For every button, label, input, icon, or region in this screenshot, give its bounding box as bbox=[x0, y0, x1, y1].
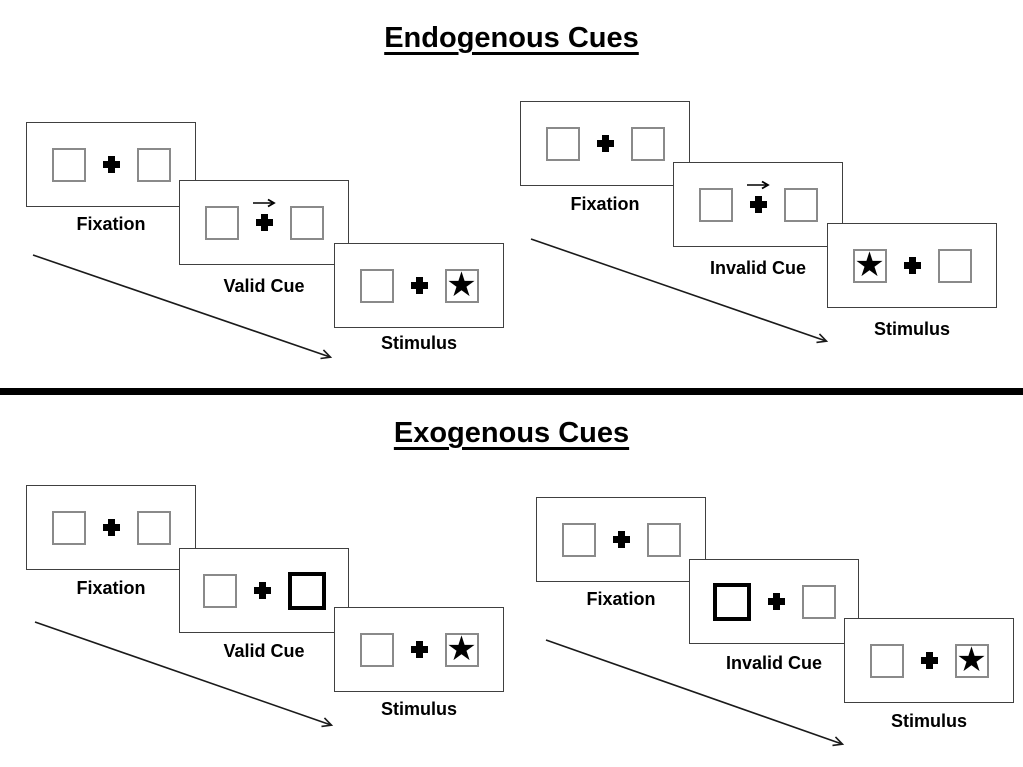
fixation-cross-icon bbox=[920, 652, 938, 669]
right-box-cue-highlight bbox=[287, 571, 326, 610]
endogenous-section-title: Endogenous Cues bbox=[384, 22, 639, 54]
exogenous-section-title: Exogenous Cues bbox=[393, 417, 630, 449]
fixation-cross-icon bbox=[102, 519, 120, 536]
star-icon: ★ bbox=[446, 264, 477, 305]
left-box: ★ bbox=[852, 244, 887, 285]
panel-label: Fixation bbox=[76, 214, 146, 234]
left-box bbox=[51, 510, 86, 545]
timeline-arrow-exogenous-valid bbox=[34, 621, 334, 728]
right-box bbox=[783, 187, 818, 222]
panel-label: Fixation bbox=[570, 194, 640, 214]
fixation-cross-icon bbox=[903, 257, 921, 274]
right-arrow-icon bbox=[747, 180, 770, 190]
timeline-arrow-endogenous-invalid bbox=[530, 238, 829, 344]
endo-valid-stimulus-panel: ★ bbox=[334, 243, 504, 328]
left-box bbox=[51, 147, 86, 182]
right-box bbox=[289, 205, 324, 240]
left-box bbox=[869, 643, 904, 678]
panel-label: Invalid Cue bbox=[725, 653, 823, 673]
exo-invalid-fixation-panel bbox=[536, 497, 706, 582]
fixation-cross-icon bbox=[596, 135, 614, 152]
left-box bbox=[202, 573, 237, 608]
panel-label: Invalid Cue bbox=[709, 258, 807, 278]
timeline-arrow-endogenous-valid bbox=[32, 254, 333, 360]
star-icon: ★ bbox=[956, 639, 987, 680]
left-box bbox=[545, 126, 580, 161]
fixation-cross-icon bbox=[767, 593, 785, 610]
panel-label: Stimulus bbox=[890, 711, 967, 731]
endo-invalid-stimulus-panel: ★ bbox=[827, 223, 997, 308]
endo-invalid-fixation-panel bbox=[520, 101, 690, 186]
fixation-cross-icon bbox=[255, 214, 273, 231]
fixation-cross-icon bbox=[253, 582, 271, 599]
panel-label: Valid Cue bbox=[223, 641, 305, 661]
exo-invalid-stimulus-panel: ★ bbox=[844, 618, 1014, 703]
exo-valid-cue-panel bbox=[179, 548, 349, 633]
star-icon: ★ bbox=[854, 244, 885, 285]
right-box: ★ bbox=[444, 628, 479, 669]
left-box bbox=[359, 268, 394, 303]
exo-valid-stimulus-panel: ★ bbox=[334, 607, 504, 692]
fixation-cross-icon bbox=[410, 277, 428, 294]
section-divider bbox=[0, 388, 1023, 395]
right-box bbox=[136, 510, 171, 545]
fixation-cross-icon bbox=[410, 641, 428, 658]
right-box: ★ bbox=[444, 264, 479, 305]
right-box bbox=[937, 248, 972, 283]
panel-label: Stimulus bbox=[873, 319, 950, 339]
left-box bbox=[561, 522, 596, 557]
panel-label: Fixation bbox=[76, 578, 146, 598]
exo-invalid-cue-panel bbox=[689, 559, 859, 644]
fixation-cross-icon bbox=[102, 156, 120, 173]
left-box bbox=[359, 632, 394, 667]
panel-label: Stimulus bbox=[380, 699, 457, 719]
endo-invalid-cue-panel bbox=[673, 162, 843, 247]
exo-valid-fixation-panel bbox=[26, 485, 196, 570]
panel-label: Fixation bbox=[586, 589, 656, 609]
fixation-cross-icon bbox=[612, 531, 630, 548]
star-icon: ★ bbox=[446, 628, 477, 669]
endo-valid-fixation-panel bbox=[26, 122, 196, 207]
left-box bbox=[698, 187, 733, 222]
right-box bbox=[646, 522, 681, 557]
panel-label: Valid Cue bbox=[223, 276, 305, 296]
right-box bbox=[136, 147, 171, 182]
endo-valid-cue-panel bbox=[179, 180, 349, 265]
right-box bbox=[801, 584, 836, 619]
left-box-cue-highlight bbox=[712, 582, 751, 621]
right-arrow-icon bbox=[253, 198, 276, 208]
right-box: ★ bbox=[954, 639, 989, 680]
right-box bbox=[630, 126, 665, 161]
panel-label: Stimulus bbox=[380, 333, 457, 353]
fixation-cross-icon bbox=[749, 196, 767, 213]
left-box bbox=[204, 205, 239, 240]
